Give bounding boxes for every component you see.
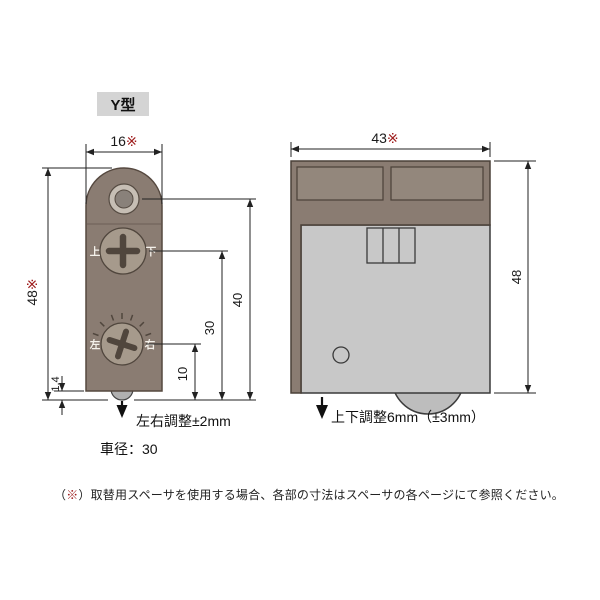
footnote-ref-mark: ※ — [66, 488, 79, 502]
front-vertical-adjust-screw — [99, 227, 147, 275]
front-down-arrow-icon — [116, 401, 128, 418]
svg-text:1.4: 1.4 — [50, 376, 62, 391]
side-height-dimension: 48 — [494, 160, 536, 394]
front-view: 上 下 左 右 — [24, 133, 256, 418]
side-slide-detail — [366, 227, 416, 264]
side-view: 43※ 48 — [290, 130, 536, 419]
footnote: （※）取替用スペーサを使用する場合、各部の寸法はスペーサの各ページにて参照くださ… — [54, 486, 564, 503]
side-width-dimension: 43※ — [290, 130, 491, 157]
front-serration-ticks — [92, 313, 152, 337]
side-cap-pad-left — [296, 166, 384, 201]
front-down-label: 下 — [146, 246, 157, 258]
svg-text:43※: 43※ — [371, 130, 398, 146]
svg-text:30: 30 — [202, 321, 217, 335]
svg-text:10: 10 — [175, 367, 190, 381]
front-left-label: 左 — [89, 338, 101, 351]
side-housing-body — [300, 224, 491, 394]
footnote-text: ）取替用スペーサを使用する場合、各部の寸法はスペーサの各ページにて参照ください。 — [78, 488, 565, 502]
front-lateral-adjust-caption: 左右調整±2mm — [136, 413, 231, 429]
front-lateral-adjust-screw — [100, 322, 144, 366]
svg-text:48: 48 — [509, 270, 524, 284]
front-wheel-diameter-caption: 車径：30 — [100, 441, 158, 457]
side-bracket-cap — [290, 160, 491, 394]
footnote-open-paren: （ — [54, 488, 67, 502]
front-right-dimensions: 40 30 10 — [134, 198, 256, 401]
front-pivot-hole — [108, 183, 140, 215]
side-vertical-adjust-caption: 上下調整6mm（±3mm） — [331, 409, 485, 425]
side-screw-hole — [332, 346, 350, 364]
type-label: Y型 — [97, 92, 149, 116]
side-cap-pad-right — [390, 166, 484, 201]
side-down-arrow-icon — [316, 397, 328, 419]
front-width-dimension: 16※ — [85, 133, 163, 204]
svg-text:16※: 16※ — [110, 133, 137, 149]
front-protrusion-dimension: 1.4 — [50, 376, 84, 415]
front-up-label: 上 — [90, 245, 101, 258]
svg-text:40: 40 — [230, 293, 245, 307]
svg-text:48※: 48※ — [24, 278, 40, 305]
front-height-dimension: 48※ — [24, 167, 112, 401]
